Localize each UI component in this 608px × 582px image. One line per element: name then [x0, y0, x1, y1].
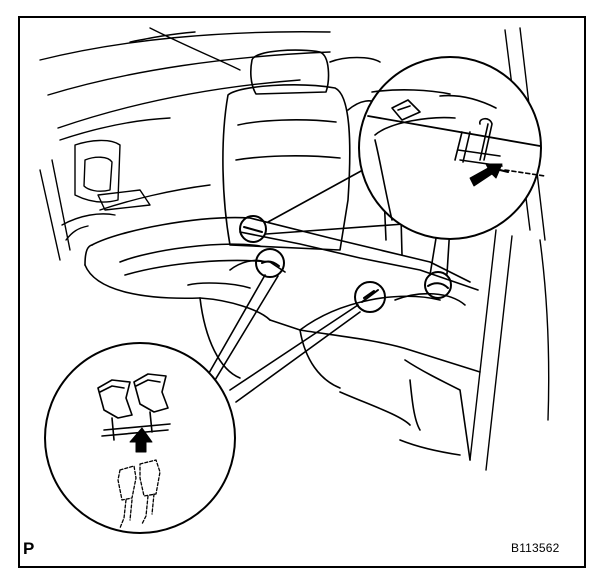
- location-circles: [239, 215, 452, 313]
- panel-letter: P: [23, 539, 35, 558]
- lower-left-detail-callout: [44, 274, 361, 534]
- rear-seat-cushion: [84, 216, 481, 461]
- vehicle-interior-lines: [39, 27, 550, 471]
- upper-right-detail-callout: [265, 56, 546, 276]
- upper-right-arrow-icon: [469, 163, 503, 187]
- lower-left-arrow-icon: [129, 427, 153, 453]
- figure-code: B113562: [511, 541, 560, 555]
